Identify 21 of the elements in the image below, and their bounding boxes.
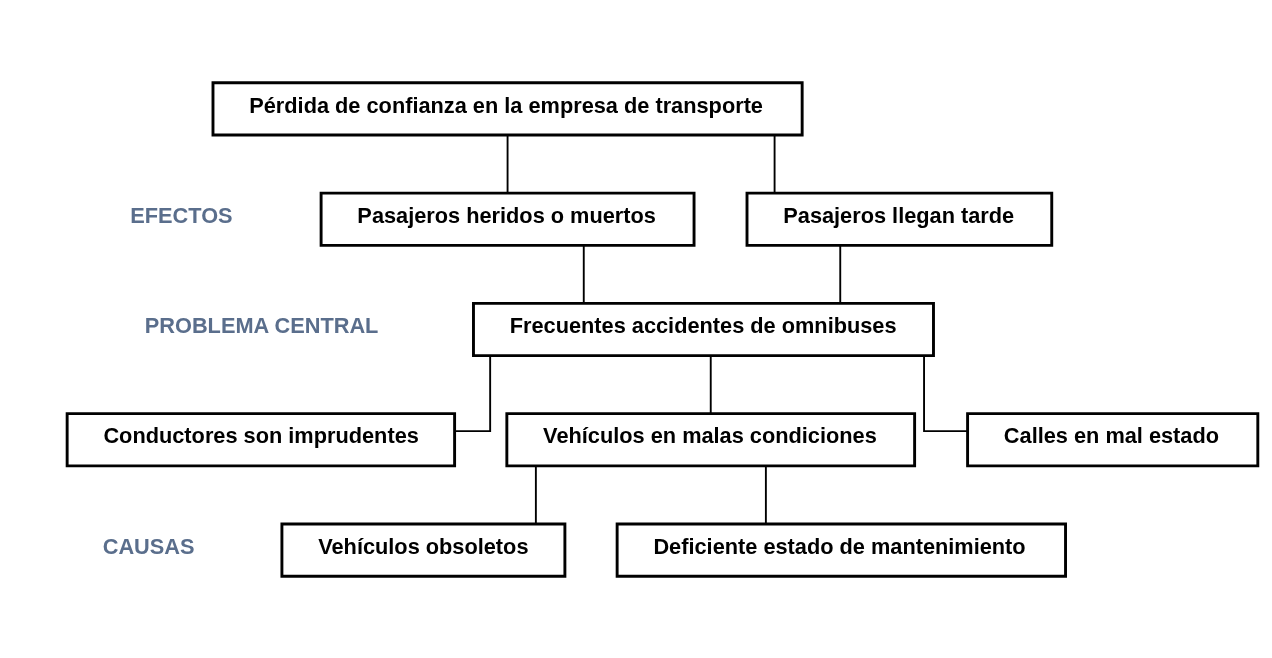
node-box: Conductores son imprudentes xyxy=(65,411,457,467)
connector xyxy=(773,133,776,194)
connector xyxy=(582,243,585,304)
connector xyxy=(839,243,842,304)
node-box: Vehículos obsoletos xyxy=(280,522,567,578)
node-box: Frecuentes accidentes de omnibuses xyxy=(472,301,935,357)
connector xyxy=(764,464,767,525)
connector xyxy=(506,133,509,194)
connector xyxy=(709,354,712,414)
label: PROBLEMA CENTRAL xyxy=(144,312,379,338)
node-box: Deficiente estado de mantenimiento xyxy=(615,522,1067,578)
node-box: Pasajeros heridos o muertos xyxy=(319,191,696,247)
node-box: Pasajeros llegan tarde xyxy=(745,191,1054,247)
connector xyxy=(453,354,492,432)
node-box: Pérdida de confianza en la empresa de transporte xyxy=(211,80,804,136)
connector xyxy=(923,354,969,432)
connector xyxy=(534,464,537,525)
node-box: Calles en mal estado xyxy=(966,411,1260,467)
node-box: Vehículos en malas condiciones xyxy=(505,411,917,467)
label: EFECTOS xyxy=(130,202,233,228)
label: CAUSAS xyxy=(102,533,195,559)
